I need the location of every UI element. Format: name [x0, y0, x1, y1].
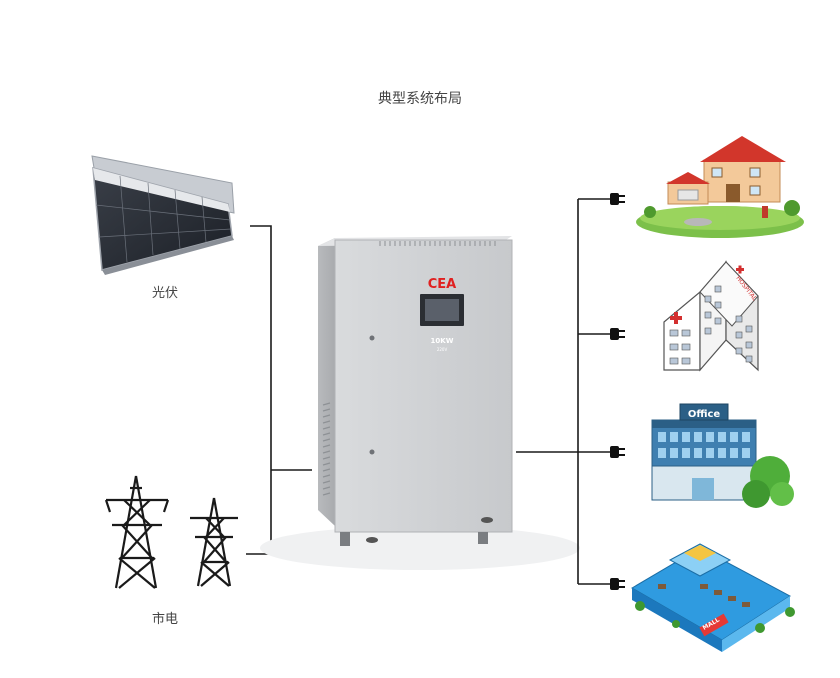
cabinet-subtext: 220V — [437, 347, 448, 352]
office-building-icon — [651, 403, 794, 508]
input-wiring — [246, 225, 312, 555]
diagram-title: 典型系统布局 — [378, 91, 462, 107]
door-handle — [369, 449, 375, 455]
plug-icon — [610, 193, 625, 205]
plug-icon — [610, 446, 625, 458]
solar-label: 光伏 — [152, 286, 178, 301]
house-icon — [636, 136, 804, 238]
shopping-mall-icon — [631, 543, 795, 652]
office-sign: Office — [688, 409, 721, 420]
brand-logo: CEA — [428, 277, 456, 292]
output-wiring — [516, 198, 612, 585]
grid-label: 市电 — [152, 611, 178, 627]
power-tower-icon — [104, 475, 238, 589]
plug-icon — [610, 578, 625, 590]
cabinet-rating: 10KW — [431, 337, 454, 345]
inverter-cabinet — [260, 236, 580, 570]
solar-panel-icon — [91, 155, 235, 275]
plug-icon — [610, 328, 625, 340]
hospital-icon — [663, 260, 759, 372]
door-handle — [369, 335, 375, 341]
